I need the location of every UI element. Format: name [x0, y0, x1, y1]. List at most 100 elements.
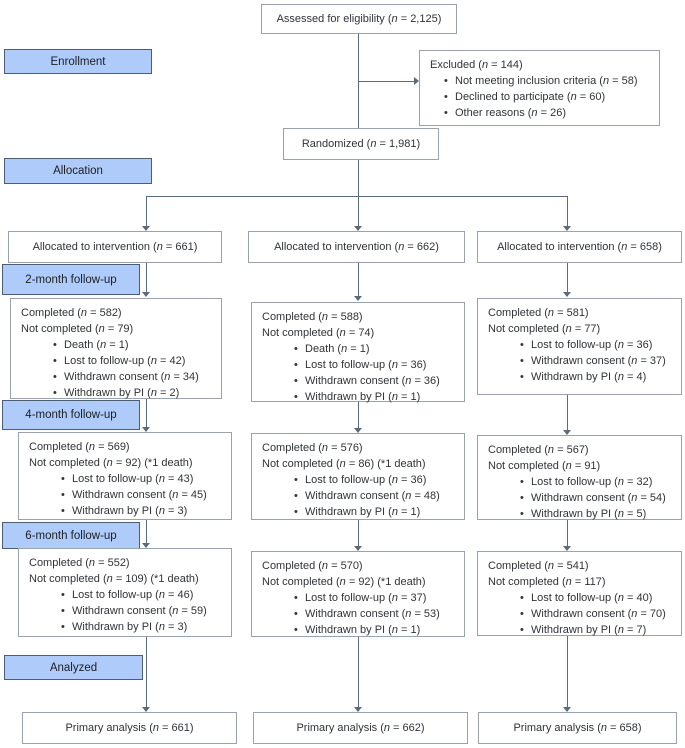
connector-line: [146, 399, 147, 427]
bullet-icon: •: [294, 506, 298, 518]
reason-text: Withdrawn consent (n = 59): [72, 605, 207, 617]
followup6-box-arm3: Completed (n = 541) Not completed (n = 1…: [477, 551, 682, 636]
arrowhead-down-icon: [563, 292, 571, 297]
arrowhead-down-icon: [563, 430, 571, 435]
reason-text: Withdrawn by PI (n = 1): [305, 391, 421, 403]
arrowhead-down-icon: [563, 226, 571, 231]
reason-text: Withdrawn consent (n = 36): [305, 375, 440, 387]
reason-item: • Withdrawn by PI (n = 4): [488, 369, 677, 385]
not-completed-count: Not completed (n = 74): [262, 327, 375, 339]
followup2-box-arm1: Completed (n = 582) Not completed (n = 7…: [10, 298, 222, 399]
reason-text: Withdrawn consent (n = 48): [305, 490, 440, 502]
arrowhead-down-icon: [563, 707, 571, 712]
reason-text: Withdrawn consent (n = 70): [531, 608, 666, 620]
connector-line: [146, 263, 147, 292]
reason-item: • Withdrawn consent (n = 48): [262, 488, 460, 504]
reason-text: Withdrawn by PI (n = 1): [305, 506, 421, 518]
bullet-icon: •: [520, 355, 524, 367]
followup2-box-arm2: Completed (n = 588) Not completed (n = 7…: [251, 302, 465, 403]
arrowhead-down-icon: [354, 428, 362, 433]
reason-item: •Lost to follow-up (n = 36): [262, 357, 460, 373]
stage-label-text: 2-month follow-up: [25, 273, 117, 286]
reason-text: Withdrawn by PI (n = 4): [531, 371, 647, 383]
primary-analysis-text: Primary analysis (n = 658): [513, 722, 642, 734]
connector-line: [146, 637, 147, 707]
arrowhead-down-icon: [354, 707, 362, 712]
reason-text: Lost to follow-up (n = 37): [305, 592, 427, 604]
reason-item: • Lost to follow-up (n = 37): [262, 590, 460, 606]
not-completed-count: Not completed (n = 77): [488, 323, 601, 335]
bullet-icon: •: [294, 359, 298, 371]
completed-count: Completed (n = 570): [262, 560, 363, 572]
stage-label-2-month-follow-up: 2-month follow-up: [2, 264, 140, 295]
not-completed-count: Not completed (n = 79): [21, 323, 134, 335]
bullet-icon: •: [444, 107, 448, 119]
bullet-icon: •: [53, 387, 57, 399]
bullet-icon: •: [520, 371, 524, 383]
connector-line: [358, 402, 359, 428]
randomized-text: Randomized (n = 1,981): [301, 138, 421, 150]
connector-line: [567, 395, 568, 430]
bullet-icon: •: [294, 343, 298, 355]
completed-count: Completed (n = 552): [29, 557, 130, 569]
bullet-icon: •: [294, 608, 298, 620]
reason-text: Death (n = 1): [305, 343, 370, 355]
reason-text: Withdrawn by PI (n = 5): [531, 508, 647, 520]
connector-line: [358, 196, 359, 226]
completed-count: Completed (n = 588): [262, 311, 363, 323]
reason-item: •Withdrawn by PI (n = 3): [29, 503, 227, 519]
bullet-icon: •: [294, 474, 298, 486]
stage-label-text: 4-month follow-up: [25, 409, 117, 421]
stage-label-analyzed: Analyzed: [4, 655, 143, 680]
reason-text: Lost to follow-up (n = 42): [64, 355, 186, 367]
allocated-box-arm2: Allocated to intervention (n = 662): [248, 231, 465, 263]
reason-text: Withdrawn by PI (n = 3): [72, 621, 188, 633]
bullet-icon: •: [294, 391, 298, 403]
completed-count: Completed (n = 576): [262, 442, 363, 454]
bullet-icon: •: [520, 508, 524, 520]
bullet-icon: •: [61, 489, 65, 501]
followup6-box-arm1: Completed (n = 552) Not completed (n = 1…: [18, 548, 232, 637]
bullet-icon: •: [53, 371, 57, 383]
connector-line: [358, 637, 359, 707]
bullet-icon: •: [294, 592, 298, 604]
arrowhead-down-icon: [142, 226, 150, 231]
reason-item: • Withdrawn by PI (n = 1): [262, 504, 460, 520]
reason-text: Withdrawn consent (n = 37): [531, 355, 666, 367]
reason-text: Lost to follow-up (n = 32): [531, 476, 653, 488]
not-completed-count: Not completed (n = 92) (*1 death): [262, 576, 426, 588]
not-completed-count: Not completed (n = 117): [488, 576, 606, 588]
connector-line: [358, 263, 359, 296]
reason-item: •Withdrawn consent (n = 45): [29, 487, 227, 503]
connector-line: [567, 636, 568, 707]
reason-item: •Lost to follow-up (n = 40): [488, 590, 677, 606]
stage-label-text: Enrollment: [50, 55, 106, 68]
arrowhead-down-icon: [354, 546, 362, 551]
bullet-icon: •: [294, 375, 298, 387]
reason-text: Lost to follow-up (n = 46): [72, 589, 194, 601]
reason-item: • Death (n = 1): [262, 341, 460, 357]
stage-label-6-month-follow-up: 6-month follow-up: [2, 522, 140, 549]
connector-line: [567, 263, 568, 292]
reason-item: •Withdrawn consent (n = 53): [262, 606, 460, 622]
not-completed-count: Not completed (n = 92) (*1 death): [29, 457, 193, 469]
reason-text: Lost to follow-up (n = 40): [531, 592, 653, 604]
bullet-icon: •: [294, 490, 298, 502]
excluded-item: • Other reasons (n = 26): [430, 105, 655, 121]
completed-count: Completed (n = 569): [29, 441, 130, 453]
reason-text: Withdrawn by PI (n = 3): [72, 505, 188, 517]
bullet-icon: •: [520, 608, 524, 620]
primary-analysis-box-arm2: Primary analysis (n = 662): [253, 712, 468, 744]
not-completed-count: Not completed (n = 109) (*1 death): [29, 573, 199, 585]
primary-analysis-box-arm3: Primary analysis (n = 658): [478, 712, 677, 744]
arrowhead-down-icon: [354, 226, 362, 231]
reason-item: •Death (n = 1): [21, 337, 217, 353]
reason-item: •Withdrawn by PI (n = 1): [262, 622, 460, 638]
followup4-box-arm3: Completed (n = 567) Not completed (n = 9…: [477, 435, 682, 520]
excluded-item: • Declined to participate (n = 60): [430, 89, 655, 105]
reason-item: •Lost to follow-up (n = 36): [262, 472, 460, 488]
allocated-text: Allocated to intervention (n = 661): [32, 241, 198, 253]
reason-text: Lost to follow-up (n = 36): [531, 339, 653, 351]
connector-line: [146, 196, 567, 197]
